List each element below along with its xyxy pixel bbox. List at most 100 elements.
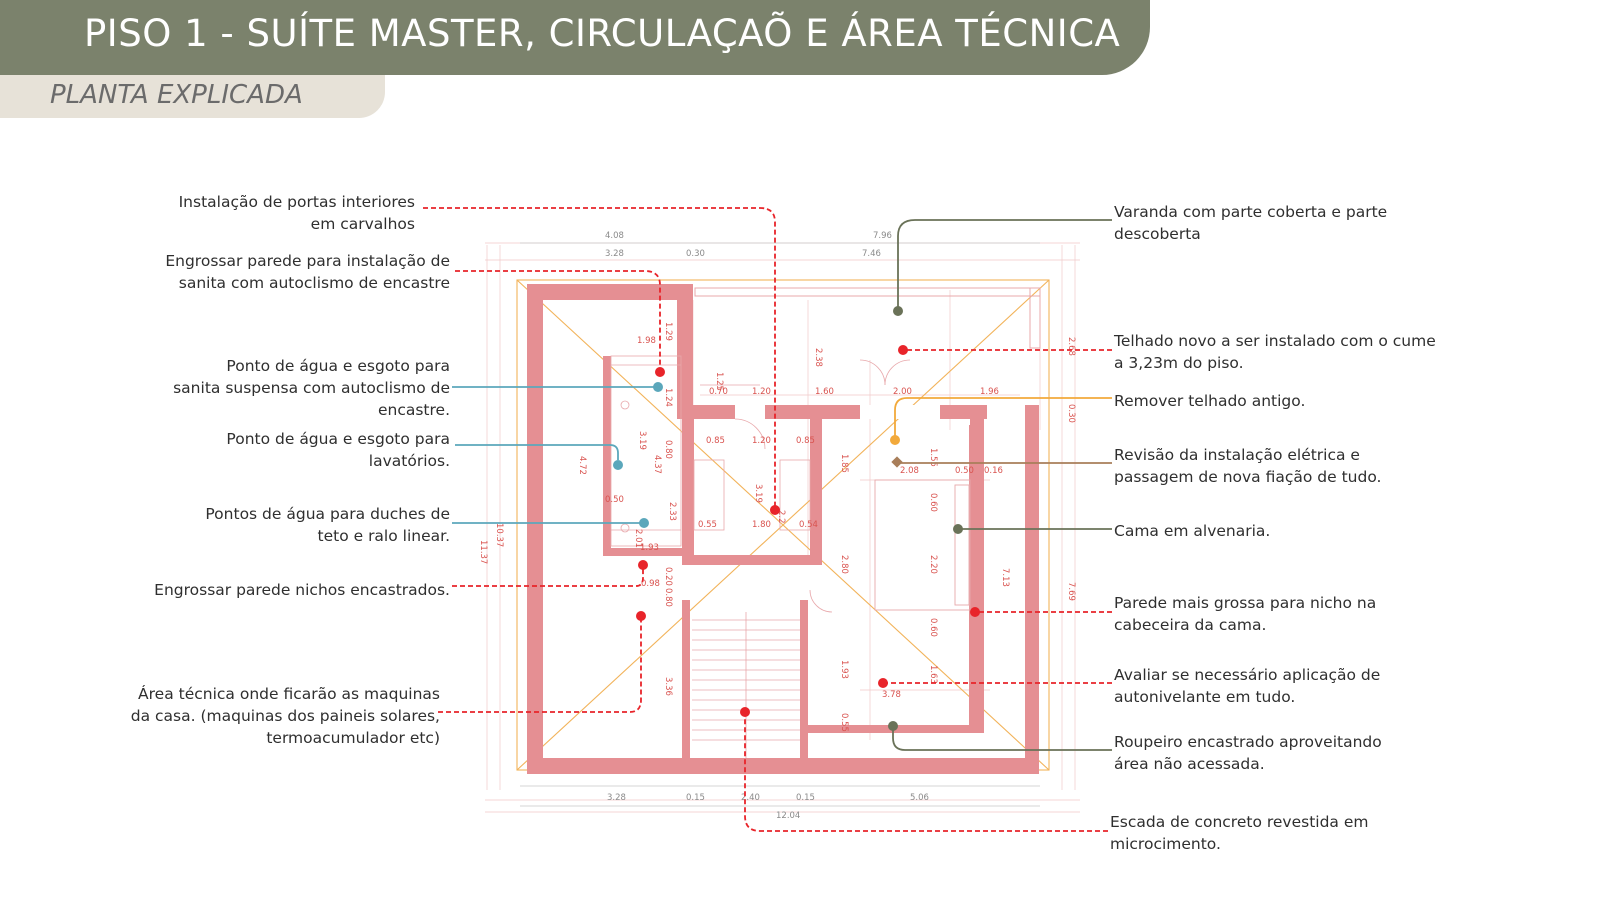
dim-label: 4.72 (577, 456, 587, 475)
dim-label: 1.80 (752, 520, 771, 530)
dim-label: 0.30 (686, 249, 705, 259)
subtitle-bar (0, 75, 385, 118)
leader-dot (639, 518, 649, 528)
leader-interior-doors (423, 207, 776, 510)
dim-label: 1.24 (663, 388, 673, 407)
note-thicken-niche-wall: Engrossar parede nichos encastrados. (154, 581, 450, 599)
dim-label: 7.13 (1000, 568, 1010, 587)
note-wardrobe: Roupeiro encastrado aproveitando área nã… (1114, 733, 1382, 773)
dim-label: 3.36 (663, 677, 673, 696)
note-masonry-bed: Cama em alvenaria. (1114, 522, 1271, 540)
dim-label: 0.80 (663, 440, 673, 459)
leader-diamond (891, 456, 903, 468)
leader-dot (888, 721, 898, 731)
note-technical-area: Área técnica onde ficarão as maquinas da… (130, 685, 440, 747)
leader-dot (613, 460, 623, 470)
leaders-right (744, 219, 1112, 832)
dim-label: 5.06 (910, 793, 929, 803)
dim-label: 3.78 (882, 690, 901, 700)
leader-sink-water (455, 444, 619, 460)
leader-remove-roof (894, 397, 1112, 440)
note-stairs: Escada de concreto revestida em microcim… (1110, 813, 1369, 853)
leader-dot (893, 306, 903, 316)
dim-label: 1.29 (663, 322, 673, 341)
dim-label: 0.15 (796, 793, 815, 803)
page-title: PISO 1 - SUÍTE MASTER, CIRCULAÇAÕ E ÁREA… (84, 12, 1121, 55)
dim-label: 1.20 (752, 436, 771, 446)
dim-label: 0.60 (928, 493, 938, 512)
leader-dot (770, 505, 780, 515)
dim-label: 2.38 (813, 348, 823, 367)
dim-label: 0.16 (984, 466, 1003, 476)
note-thicken-wall-toilet: Engrossar parede para instalação de sani… (165, 252, 450, 292)
dim-label: 1.55 (928, 448, 938, 467)
leader-thicken-niche-wall (452, 565, 644, 587)
dim-label: 4.37 (652, 455, 662, 474)
note-shower-water: Pontos de água para duches de teto e ral… (205, 505, 450, 545)
dim-label: 3.19 (753, 484, 763, 503)
leader-dot (953, 524, 963, 534)
dim-label: 4.08 (605, 231, 624, 241)
leader-technical-area (438, 616, 642, 713)
dim-label: 3.19 (637, 431, 647, 450)
dim-label: 11.37 (478, 540, 488, 564)
dim-label: 0.55 (698, 520, 717, 530)
dim-label: 2.68 (1066, 337, 1076, 356)
dim-label: 2.2 (776, 510, 786, 524)
dim-label: 0.55 (839, 713, 849, 732)
dimension-labels: 4.08 7.96 3.28 0.30 7.46 3.28 0.15 2.40 … (478, 231, 1076, 821)
dim-label: 0.54 (799, 520, 818, 530)
dim-label: 7.46 (862, 249, 881, 259)
dim-label: 0.50 (605, 495, 624, 505)
dim-label: 1.20 (752, 387, 771, 397)
note-sink-water: Ponto de água e esgoto para lavatórios. (226, 430, 450, 470)
concrete-stairs (692, 612, 800, 758)
dim-label: 1.93 (640, 543, 659, 553)
leader-dot (655, 367, 665, 377)
note-new-roof: Telhado novo a ser instalado com o cume … (1114, 332, 1436, 372)
dim-label: 0.98 (641, 579, 660, 589)
leader-dots-right (740, 306, 980, 731)
dim-label: 2.40 (741, 793, 760, 803)
leader-dot (740, 707, 750, 717)
note-thick-wall-niche: Parede mais grossa para nicho na cabecei… (1114, 594, 1377, 634)
dim-label: 0.50 (955, 466, 974, 476)
dim-label: 1.85 (839, 454, 849, 473)
masonry-bed (874, 479, 971, 611)
dim-label: 3.28 (605, 249, 624, 259)
dim-label: 0.15 (686, 793, 705, 803)
leader-dot (890, 435, 900, 445)
dim-label: 0.85 (796, 436, 815, 446)
dim-label: 12.04 (776, 811, 800, 821)
leader-wardrobe (892, 726, 1112, 751)
note-toilet-water: Ponto de água e esgoto para sanita suspe… (173, 357, 450, 419)
dim-label: 0.30 (1066, 404, 1076, 423)
leader-thicken-wall-toilet (455, 270, 661, 372)
dim-label: 1.98 (637, 336, 656, 346)
leaders-left (423, 207, 776, 713)
dim-label: 2.01 (633, 529, 643, 548)
leader-dot (878, 678, 888, 688)
dim-label: 2.08 (900, 466, 919, 476)
leader-stairs (744, 712, 1108, 832)
dim-label: 2.80 (839, 555, 849, 574)
dim-label: 1.96 (980, 387, 999, 397)
leader-dots-left (613, 367, 780, 621)
leader-balcony (897, 219, 1112, 311)
construction-lines (485, 242, 1080, 813)
dim-label: 7.69 (1066, 582, 1076, 601)
note-interior-doors: Instalação de portas interiores em carva… (178, 193, 415, 233)
dim-label: 0.20 (663, 567, 673, 586)
leader-dot (636, 611, 646, 621)
leader-dot (653, 382, 663, 392)
leader-dot (898, 345, 908, 355)
leader-dot (638, 560, 648, 570)
dim-label: 10.37 (494, 523, 504, 547)
note-electrical: Revisão da instalação elétrica e passage… (1114, 446, 1382, 486)
dim-label: 1.60 (815, 387, 834, 397)
note-balcony: Varanda com parte coberta e parte descob… (1114, 203, 1388, 243)
leader-dot (970, 607, 980, 617)
dim-label: 0.60 (928, 618, 938, 637)
dim-label: 0.70 (709, 387, 728, 397)
